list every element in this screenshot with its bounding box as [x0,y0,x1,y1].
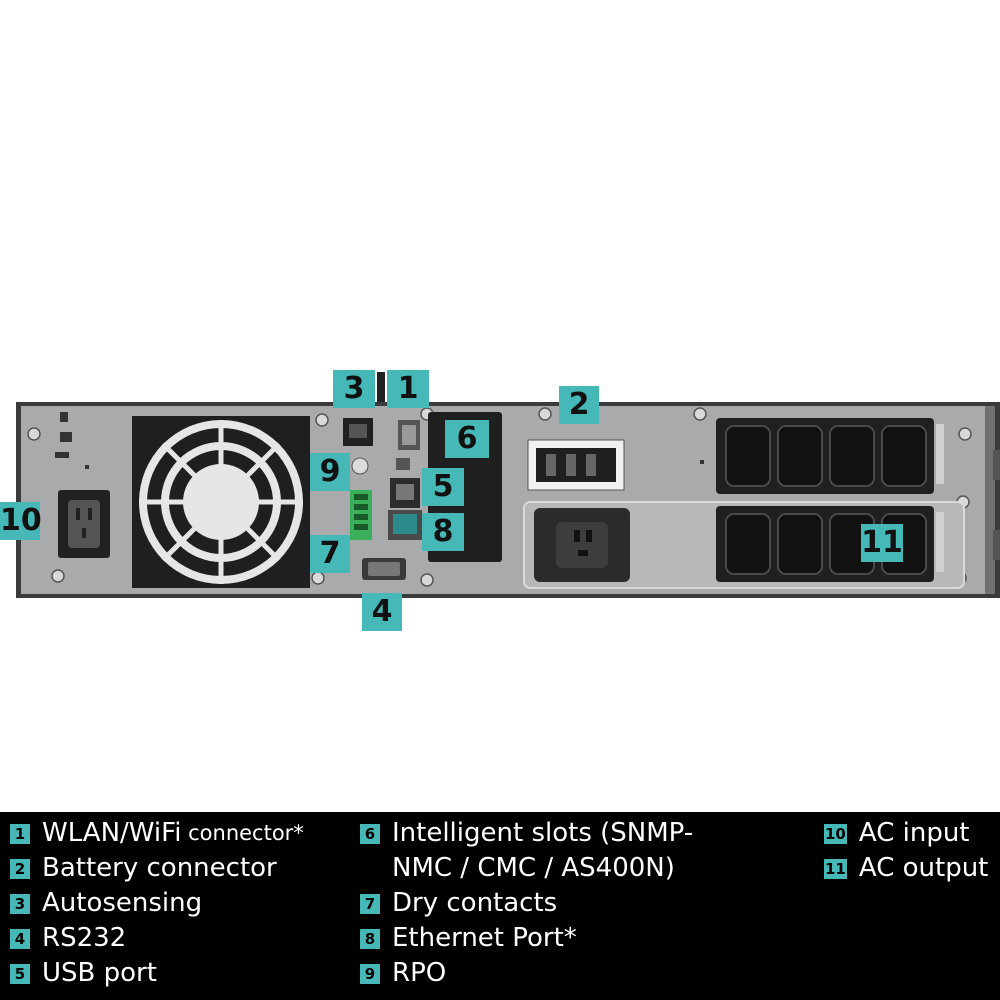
legend-item-2: 2 Battery connector [10,851,277,886]
legend-badge: 3 [10,894,30,914]
callout-11: 11 [861,524,903,562]
legend-label: RS232 [42,923,127,953]
callout-5: 5 [422,468,464,506]
legend-badge: 5 [10,964,30,984]
legend-label: AC output [858,853,989,883]
legend-label: Autosensing [42,888,203,918]
callout-1: 1 [387,370,429,408]
callout-separator [377,372,385,402]
legend-badge: 11 [824,859,847,879]
callout-9: 9 [310,453,350,491]
legend-item-4: 4 RS232 [10,921,126,956]
legend-label-line2: NMC / CMC / AS400N) [392,853,675,883]
ups-rear-panel-diagram [16,402,1000,598]
legend-label: RPO [392,958,447,988]
callout-6: 6 [445,420,489,458]
legend-item-3: 3 Autosensing [10,886,202,921]
legend-item-10: 10 AC input [824,816,970,851]
legend-label-suffix: connector* [181,821,304,845]
legend-label: Intelligent slots (SNMP- [392,818,694,848]
ac-input-socket [58,490,110,558]
comms-block [343,418,422,580]
legend-badge: 8 [360,929,380,949]
legend-item-11: 11 AC output [824,851,988,886]
legend-label: WLAN/WiFi [42,818,182,848]
legend-label: AC input [858,818,970,848]
callout-4: 4 [362,593,402,631]
legend-label: USB port [42,958,157,988]
legend-label: Dry contacts [392,888,558,918]
cooling-fan [132,416,310,588]
legend-item-6: 6 Intelligent slots (SNMP- NMC / CMC / A… [360,816,693,886]
legend-badge: 4 [10,929,30,949]
legend-badge: 7 [360,894,380,914]
legend-item-9: 9 RPO [360,956,446,991]
callout-3: 3 [333,370,375,408]
callout-8: 8 [422,513,464,551]
legend-item-1: 1 WLAN/WiFi connector* [10,816,304,851]
legend-badge: 2 [10,859,30,879]
legend-item-7: 7 Dry contacts [360,886,557,921]
legend-panel: 1 WLAN/WiFi connector* 2 Battery connect… [0,812,1000,1000]
callout-10: 10 [0,502,42,540]
legend-badge: 1 [10,824,30,844]
legend-badge: 9 [360,964,380,984]
legend-badge: 6 [360,824,380,844]
legend-label: Ethernet Port* [392,923,577,953]
legend-label: Battery connector [42,853,277,883]
legend-item-5: 5 USB port [10,956,157,991]
legend-badge: 10 [824,824,847,844]
callout-2: 2 [559,386,599,424]
callout-7: 7 [310,535,350,573]
battery-connector [527,439,625,491]
legend-item-8: 8 Ethernet Port* [360,921,577,956]
